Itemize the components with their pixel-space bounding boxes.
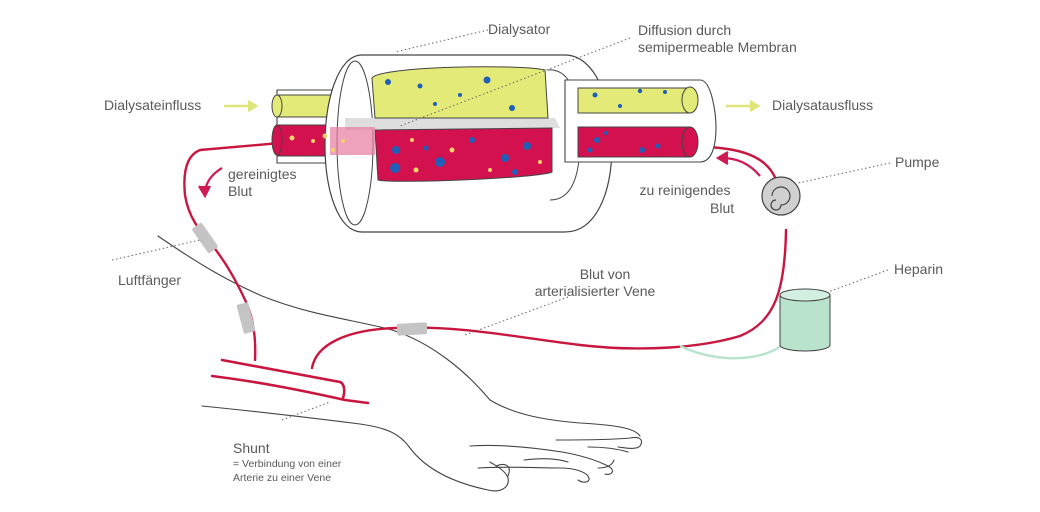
dialysate-out-arrow xyxy=(726,99,761,113)
heparin-container-icon xyxy=(779,288,831,352)
label-dialysatausfluss: Dialysatausfluss xyxy=(772,97,874,113)
leader-lines xyxy=(111,29,891,421)
cleaned-blood-arrow xyxy=(198,167,223,199)
label-zu-reinigendes-line1: zu reinigendes xyxy=(639,182,731,198)
label-dialysateinfluss: Dialysateinfluss xyxy=(104,97,202,113)
dialysate-in-arrow xyxy=(224,99,259,113)
dialyzer xyxy=(271,54,717,233)
label-gereinigtes-line2: Blut xyxy=(228,183,253,199)
shunt-vessel xyxy=(210,358,370,405)
yellow-particles xyxy=(289,133,542,173)
label-luftfaenger: Luftfänger xyxy=(118,272,182,288)
label-diffusion-line1: Diffusion durch xyxy=(638,22,732,38)
to-clean-blood-arrow xyxy=(715,151,761,177)
label-diffusion-line2: semipermeable Membran xyxy=(638,39,797,55)
label-pumpe: Pumpe xyxy=(895,154,940,170)
label-blut-von-line1: Blut von xyxy=(579,266,631,282)
air-trap-clamp-icon xyxy=(192,223,428,336)
label-shunt-desc-line2: Arterie zu einer Vene xyxy=(233,472,332,484)
blue-particles xyxy=(385,76,667,175)
label-heparin: Heparin xyxy=(894,261,944,277)
label-zu-reinigendes-line2: Blut xyxy=(710,200,735,216)
pump-icon xyxy=(761,176,801,216)
arm-outline xyxy=(157,235,643,492)
label-shunt: Shunt xyxy=(233,440,270,456)
label-gereinigtes-line1: gereinigtes xyxy=(228,166,297,182)
label-shunt-desc-line1: = Verbindung von einer xyxy=(233,458,342,470)
label-dialysator: Dialysator xyxy=(488,21,551,37)
label-blut-von-line2: arterialisierter Vene xyxy=(534,283,656,299)
